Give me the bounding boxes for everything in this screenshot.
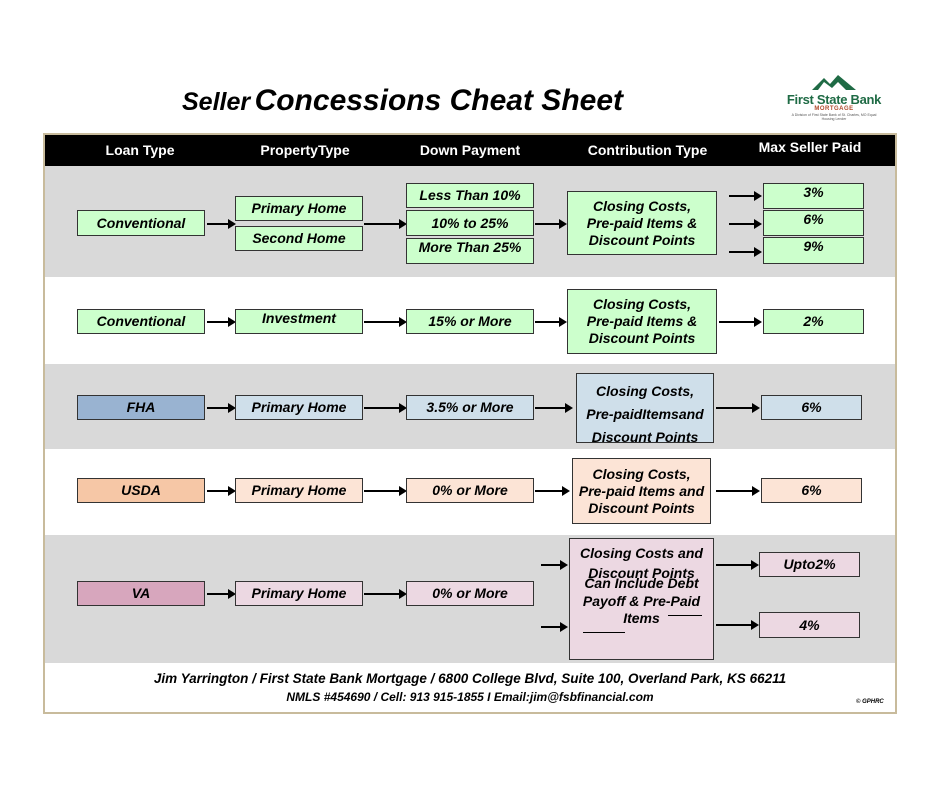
contrib-line: Pre-paid Items & (586, 214, 698, 231)
contrib-conventional: Closing Costs, Pre-paid Items & Discount… (567, 191, 717, 255)
header-max-seller-paid: Max Seller Paid (758, 139, 862, 155)
logo-sub: MORTGAGE (814, 106, 854, 112)
prop-investment: Investment (235, 309, 363, 334)
bank-logo: First State Bank MORTGAGE A Division of … (782, 74, 886, 132)
loan-fha: FHA (77, 395, 205, 420)
contrib-line: Discount Points (588, 231, 696, 248)
loan-conventional-primary: Conventional (77, 210, 205, 236)
title-prefix: Seller (182, 88, 251, 116)
arrow (207, 589, 236, 599)
arrow (716, 560, 759, 570)
table-header: Loan Type PropertyType Down Payment Cont… (45, 135, 895, 166)
prop-fha-primary: Primary Home (235, 395, 363, 420)
arrow (364, 589, 407, 599)
divider (583, 632, 625, 633)
contrib-line: Discount Points (588, 499, 695, 516)
arrow (207, 219, 236, 229)
contrib-line: Closing Costs, (592, 197, 691, 214)
down-less-than-10: Less Than 10% (406, 183, 534, 208)
logo-name: First State Bank (786, 92, 882, 107)
max-va-upto-2-percent: Upto2% (759, 552, 860, 577)
page-title: Seller Concessions Cheat Sheet (182, 84, 623, 118)
arrow (716, 486, 760, 496)
contrib-line: Discount Points (588, 330, 696, 346)
max-fha-6-percent: 6% (761, 395, 862, 420)
arrow (535, 219, 567, 229)
arrow (364, 219, 407, 229)
prop-second-home: Second Home (235, 226, 363, 251)
contrib-line: Items (623, 610, 660, 626)
header-contribution-type: Contribution Type (587, 142, 708, 158)
max-9-percent: 9% (763, 237, 864, 264)
arrow (535, 486, 570, 496)
arrow (716, 620, 759, 630)
contrib-usda: Closing Costs, Pre-paid Items and Discou… (572, 458, 711, 524)
max-2-percent: 2% (763, 309, 864, 334)
arrow (207, 317, 236, 327)
max-usda-6-percent: 6% (761, 478, 862, 503)
loan-conventional-investment: Conventional (77, 309, 205, 334)
down-10-to-25: 10% to 25% (406, 210, 534, 236)
down-va-0-or-more: 0% or More (406, 581, 534, 606)
down-15-or-more: 15% or More (406, 309, 534, 334)
contrib-line: Discount Points (591, 429, 699, 445)
contrib-line: Closing Costs, (592, 296, 691, 312)
arrow (364, 403, 407, 413)
contrib-line: Closing Costs, (592, 465, 691, 482)
header-property-type: PropertyType (260, 142, 350, 158)
prop-primary-home: Primary Home (235, 196, 363, 221)
mountain-logo-icon (812, 75, 856, 90)
prop-va-primary: Primary Home (235, 581, 363, 606)
arrow (729, 247, 762, 257)
contrib-line: Payoff & Pre-Paid (582, 593, 701, 609)
arrow (207, 403, 236, 413)
header-down-payment: Down Payment (419, 142, 521, 158)
contrib-line: Closing Costs and (580, 545, 703, 561)
arrow (716, 403, 760, 413)
arrow (535, 317, 567, 327)
arrow (207, 486, 236, 496)
max-va-4-percent: 4% (759, 612, 860, 638)
contrib-line: Pre-paidItemsand (586, 406, 704, 422)
footer-contact: NMLS #454690 / Cell: 913 915-1855 I Emai… (286, 690, 654, 704)
contrib-line: Pre-paid Items and (578, 482, 705, 499)
arrow (729, 191, 762, 201)
contrib-fha: Closing Costs, Pre-paidItemsand Discount… (576, 373, 714, 445)
down-more-than-25: More Than 25% (406, 238, 534, 264)
logo-fine-print: A Division of First State Bank of St. Ch… (791, 113, 877, 121)
sheet-frame (43, 133, 897, 714)
contrib-line: Discount Points (588, 565, 695, 581)
copyright: © GPHRC (856, 699, 884, 705)
arrow (364, 317, 407, 327)
contrib-line: Closing Costs, (595, 383, 694, 399)
loan-usda: USDA (77, 478, 205, 503)
arrow (535, 403, 573, 413)
max-3-percent: 3% (763, 183, 864, 209)
arrow (541, 622, 568, 632)
contrib-investment: Closing Costs, Pre-paid Items & Discount… (567, 289, 717, 354)
title-main: Concessions Cheat Sheet (254, 84, 623, 117)
prop-usda-primary: Primary Home (235, 478, 363, 503)
header-loan-type: Loan Type (105, 142, 175, 158)
contrib-line: Pre-paid Items & (586, 313, 698, 329)
max-6-percent: 6% (763, 210, 864, 236)
arrow (729, 219, 762, 229)
loan-va: VA (77, 581, 205, 606)
contrib-va: Closing Costs and Discount Points Can In… (569, 538, 714, 660)
arrow (541, 560, 568, 570)
footer-address: Jim Yarrington / First State Bank Mortga… (153, 671, 787, 686)
arrow (719, 317, 762, 327)
divider (668, 615, 702, 616)
down-3-5-or-more: 3.5% or More (406, 395, 534, 420)
contrib-line: Can Include Debt (584, 575, 699, 591)
arrow (364, 486, 407, 496)
down-usda-0-or-more: 0% or More (406, 478, 534, 503)
